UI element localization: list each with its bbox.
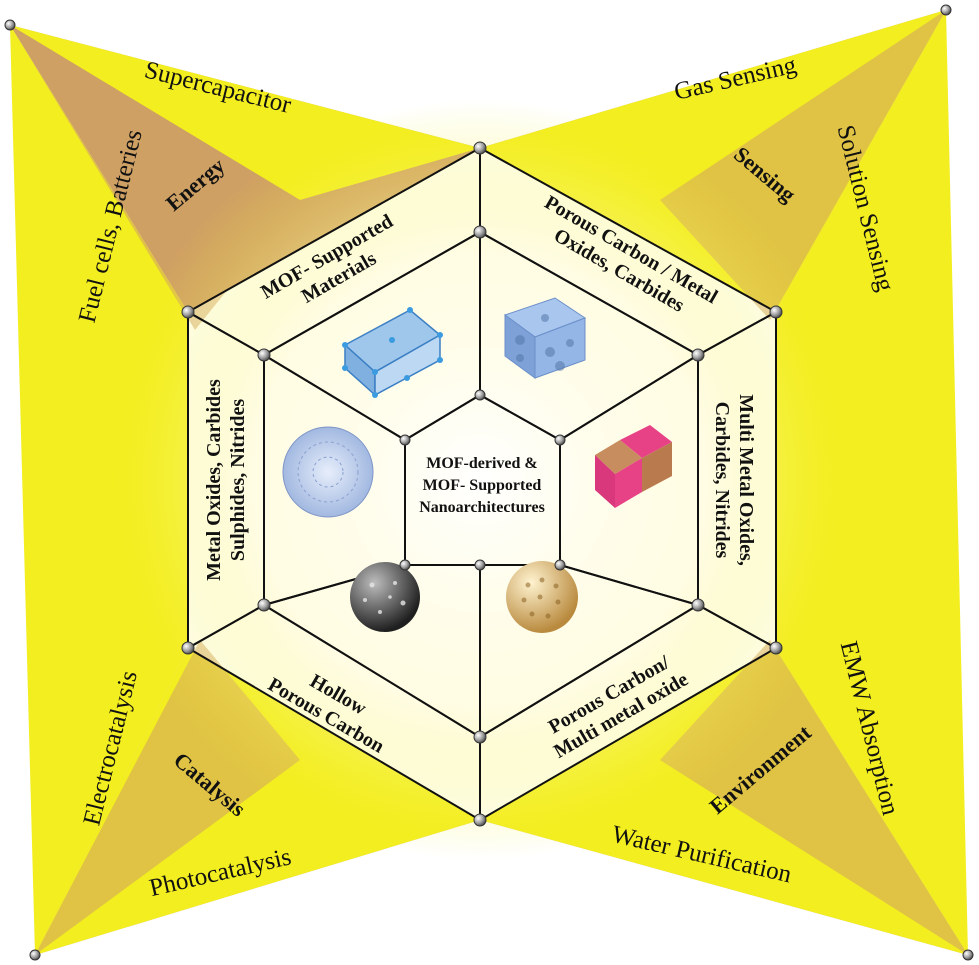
- label-right: Multi Metal Oxides, Carbides, Nitrides: [711, 394, 757, 566]
- lattice-cube-illustration: [342, 307, 443, 398]
- star-background: [10, 10, 968, 955]
- center-line-1: MOF-derived &: [426, 455, 538, 472]
- label-left: Metal Oxides, Carbides Sulphides, Nitrid…: [203, 379, 249, 581]
- right-line-2: Carbides, Nitrides: [711, 402, 733, 559]
- porous-cube-illustration: [503, 297, 587, 379]
- gold-porous-sphere-illustration: [506, 561, 578, 633]
- center-label: MOF-derived & MOF- Supported Nanoarchite…: [419, 455, 545, 516]
- left-line-2: Sulphides, Nitrides: [227, 399, 249, 561]
- left-line-1: Metal Oxides, Carbides: [203, 379, 225, 581]
- center-line-2: MOF- Supported: [423, 477, 542, 494]
- right-line-1: Multi Metal Oxides,: [735, 394, 757, 566]
- dark-porous-sphere-illustration: [350, 562, 420, 632]
- center-line-3: Nanoarchitectures: [419, 499, 545, 516]
- interlocked-cubes-illustration: [595, 425, 672, 508]
- nanosheet-sphere-illustration: [282, 426, 374, 518]
- vertex-nodes: [4, 4, 974, 961]
